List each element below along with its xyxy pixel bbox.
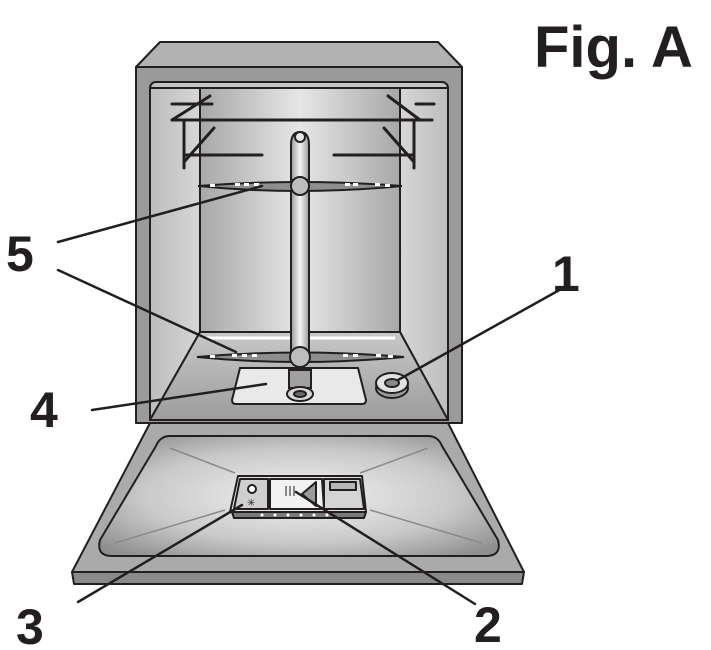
callout-3: 3 <box>16 599 44 650</box>
figure-title: Fig. A <box>534 15 693 80</box>
callout-4: 4 <box>30 382 58 438</box>
rinse-aid-dispenser-icon <box>233 478 269 510</box>
leader-line-1 <box>396 286 565 382</box>
svg-text:✳: ✳ <box>247 498 255 509</box>
leader-line-5b <box>56 268 238 354</box>
callout-1: 1 <box>552 246 580 302</box>
callout-2: 2 <box>474 597 502 650</box>
upper-rack-guides <box>170 94 436 170</box>
leader-line-4 <box>90 382 268 412</box>
leader-lines <box>56 184 565 606</box>
leader-line-3 <box>76 503 244 604</box>
leader-line-5a <box>56 184 264 244</box>
callout-5: 5 <box>6 226 34 282</box>
cabinet-top <box>135 41 463 68</box>
door-bottom-edge <box>71 571 525 585</box>
filter-assembly-icon <box>230 367 368 405</box>
spray-tube <box>290 130 310 361</box>
dispenser-unit: ✳ <box>229 475 367 519</box>
spray-arm-icon <box>196 176 405 368</box>
leader-line-2 <box>294 490 477 606</box>
